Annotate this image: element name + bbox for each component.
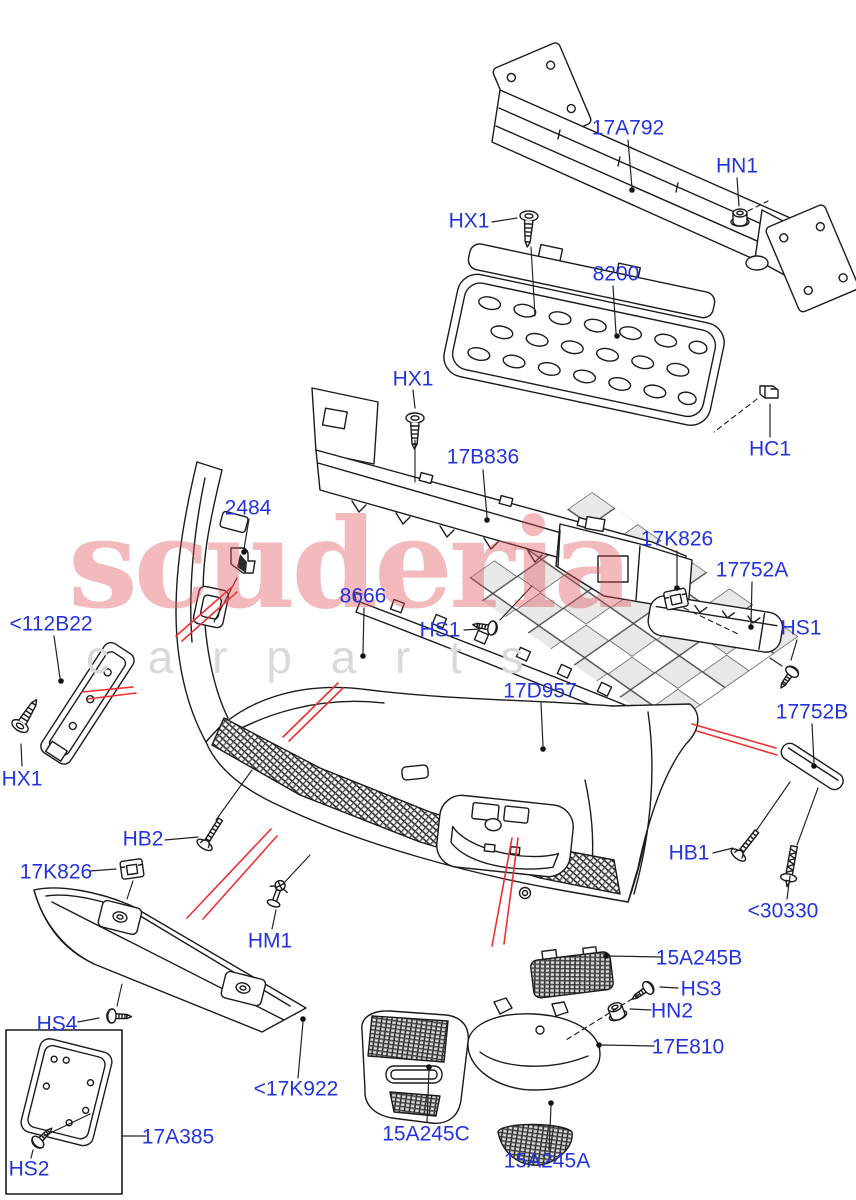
part-label-15A245A: 15A245A xyxy=(503,1149,591,1173)
part-label-HN1: HN1 xyxy=(715,154,759,178)
part-label-HX1-mid: HX1 xyxy=(392,367,434,391)
part-label-17A385: 17A385 xyxy=(141,1125,215,1149)
part-label-HS1-right: HS1 xyxy=(780,616,822,640)
part-label-HB1: HB1 xyxy=(668,841,710,865)
part-label-HS1-left: HS1 xyxy=(419,618,461,642)
part-label-2484: 2484 xyxy=(224,496,272,520)
part-label-112B22: <112B22 xyxy=(9,612,93,636)
part-label-15A245B: 15A245B xyxy=(655,946,743,970)
part-label-17752A: 17752A xyxy=(715,558,789,582)
part-label-HS4: HS4 xyxy=(36,1012,78,1036)
part-label-17752B: 17752B xyxy=(775,700,849,724)
part-label-HC1: HC1 xyxy=(748,437,792,461)
part-label-17A792: 17A792 xyxy=(591,116,665,140)
part-label-8200: 8200 xyxy=(592,262,640,286)
part-label-HS2: HS2 xyxy=(8,1157,50,1181)
part-label-HB2: HB2 xyxy=(122,827,164,851)
part-label-17K826-left: 17K826 xyxy=(19,860,93,884)
part-label-17D957: 17D957 xyxy=(503,679,577,703)
part-label-17E810: 17E810 xyxy=(651,1035,725,1059)
part-label-HN2: HN2 xyxy=(650,999,694,1023)
part-label-17K826-right: 17K826 xyxy=(640,527,714,551)
part-label-HS3: HS3 xyxy=(680,977,722,1001)
part-label-HX1-bottom: HX1 xyxy=(1,767,43,791)
part-label-30330: <30330 xyxy=(747,899,819,923)
part-label-17B836: 17B836 xyxy=(446,445,520,469)
part-label-17K922: <17K922 xyxy=(253,1077,339,1101)
part-label-HX1-top: HX1 xyxy=(448,209,490,233)
part-label-15A245C: 15A245C xyxy=(382,1122,470,1146)
part-label-8666: 8666 xyxy=(339,584,387,608)
part-label-HM1: HM1 xyxy=(247,929,293,953)
